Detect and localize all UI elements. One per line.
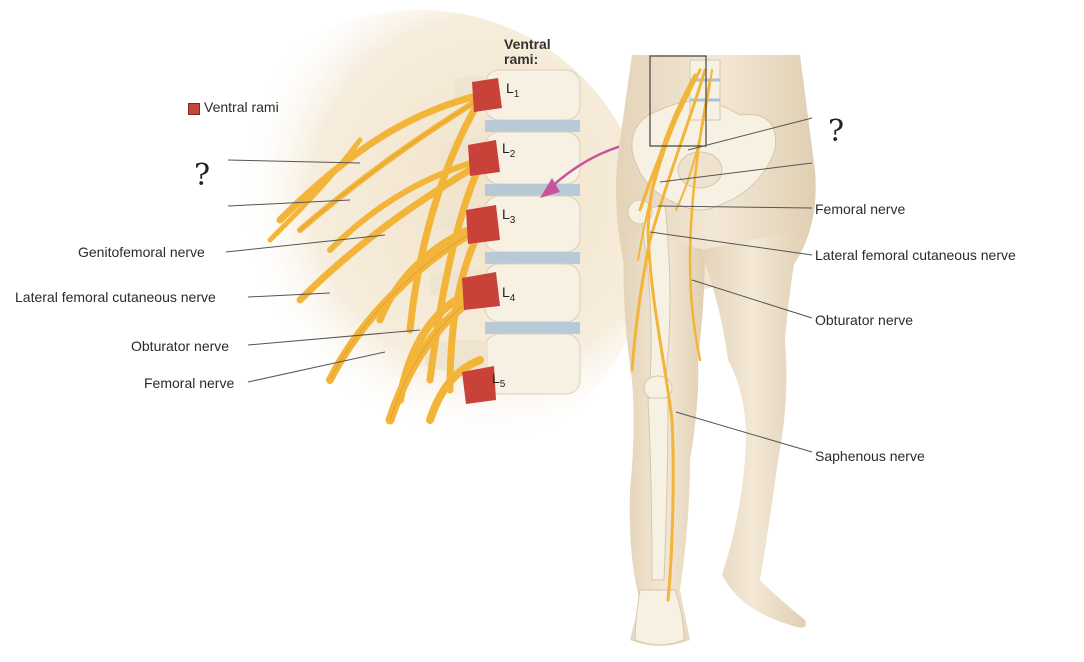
legend-ventral-rami: Ventral rami xyxy=(204,99,279,115)
label-saphenous-nerve: Saphenous nerve xyxy=(815,448,925,464)
label-lateral-femoral-cutaneous-nerve-right: Lateral femoral cutaneous nerve xyxy=(815,247,1016,263)
ventral-rami-roots xyxy=(462,78,502,404)
label-genitofemoral-nerve: Genitofemoral nerve xyxy=(78,244,205,260)
label-obturator-nerve-left: Obturator nerve xyxy=(131,338,230,354)
background-glow xyxy=(190,10,650,470)
lower-limb-figure xyxy=(616,55,816,646)
vertebra-label-l3: L3 xyxy=(502,206,516,226)
label-obturator-nerve-right: Obturator nerve xyxy=(815,312,914,328)
limb-nerves xyxy=(630,68,713,602)
ventral-rami-swatch xyxy=(188,103,200,115)
vertebra-label-l4: L4 xyxy=(502,284,516,304)
unknown-label-right: ? xyxy=(828,114,845,149)
label-femoral-nerve-right: Femoral nerve xyxy=(815,201,906,217)
right-leader-lines xyxy=(649,117,813,453)
vertebra-label-l1: L1 xyxy=(506,80,520,100)
zoom-box xyxy=(649,55,707,147)
label-femoral-nerve-left: Femoral nerve xyxy=(144,375,235,391)
lumbar-plexus-closeup xyxy=(190,10,650,470)
unknown-label-left: ? xyxy=(194,158,211,193)
left-leader-lines xyxy=(225,159,421,383)
vertebra-label-l5: L5 xyxy=(492,370,506,390)
ventral-rami-header-line2: rami: xyxy=(504,51,539,67)
ventral-rami-header-line1: Ventral xyxy=(504,36,551,52)
label-lateral-femoral-cutaneous-nerve-left: Lateral femoral cutaneous nerve xyxy=(15,289,216,305)
vertebra-label-l2: L2 xyxy=(502,140,516,160)
